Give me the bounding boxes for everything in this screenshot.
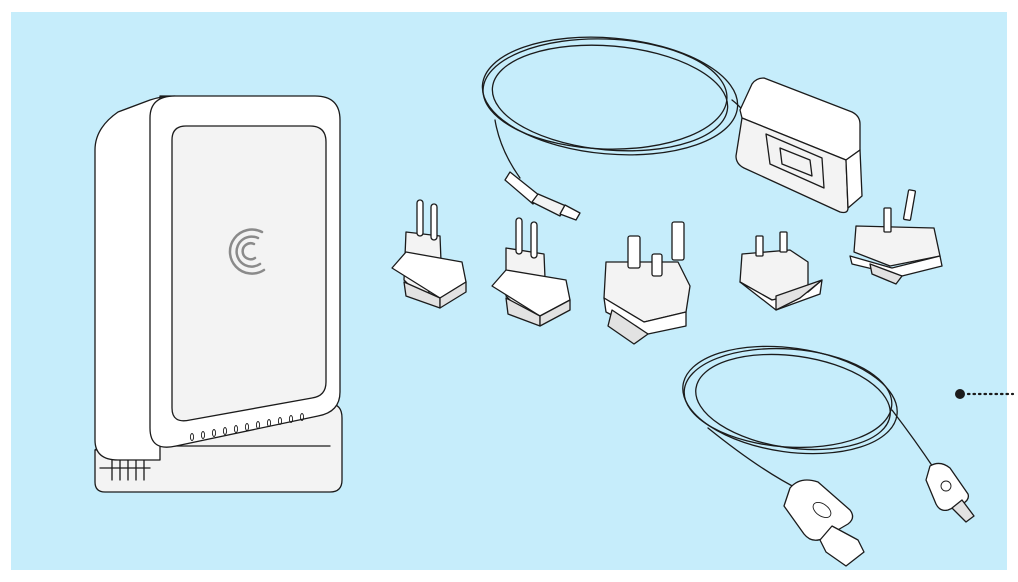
hard-drive-icon xyxy=(94,95,343,493)
plug-us-icon xyxy=(739,231,823,311)
callout-leader-icon xyxy=(955,389,1015,399)
plug-uk-icon xyxy=(603,221,691,345)
plug-au-icon xyxy=(849,189,943,285)
plug-eu-icon xyxy=(391,199,467,309)
drive-activity-lights xyxy=(189,413,305,441)
seagate-logo-icon xyxy=(228,228,266,275)
plug-eu-icon xyxy=(491,217,571,327)
usb-cable-icon xyxy=(682,345,975,567)
power-adapter-icon xyxy=(481,36,863,221)
